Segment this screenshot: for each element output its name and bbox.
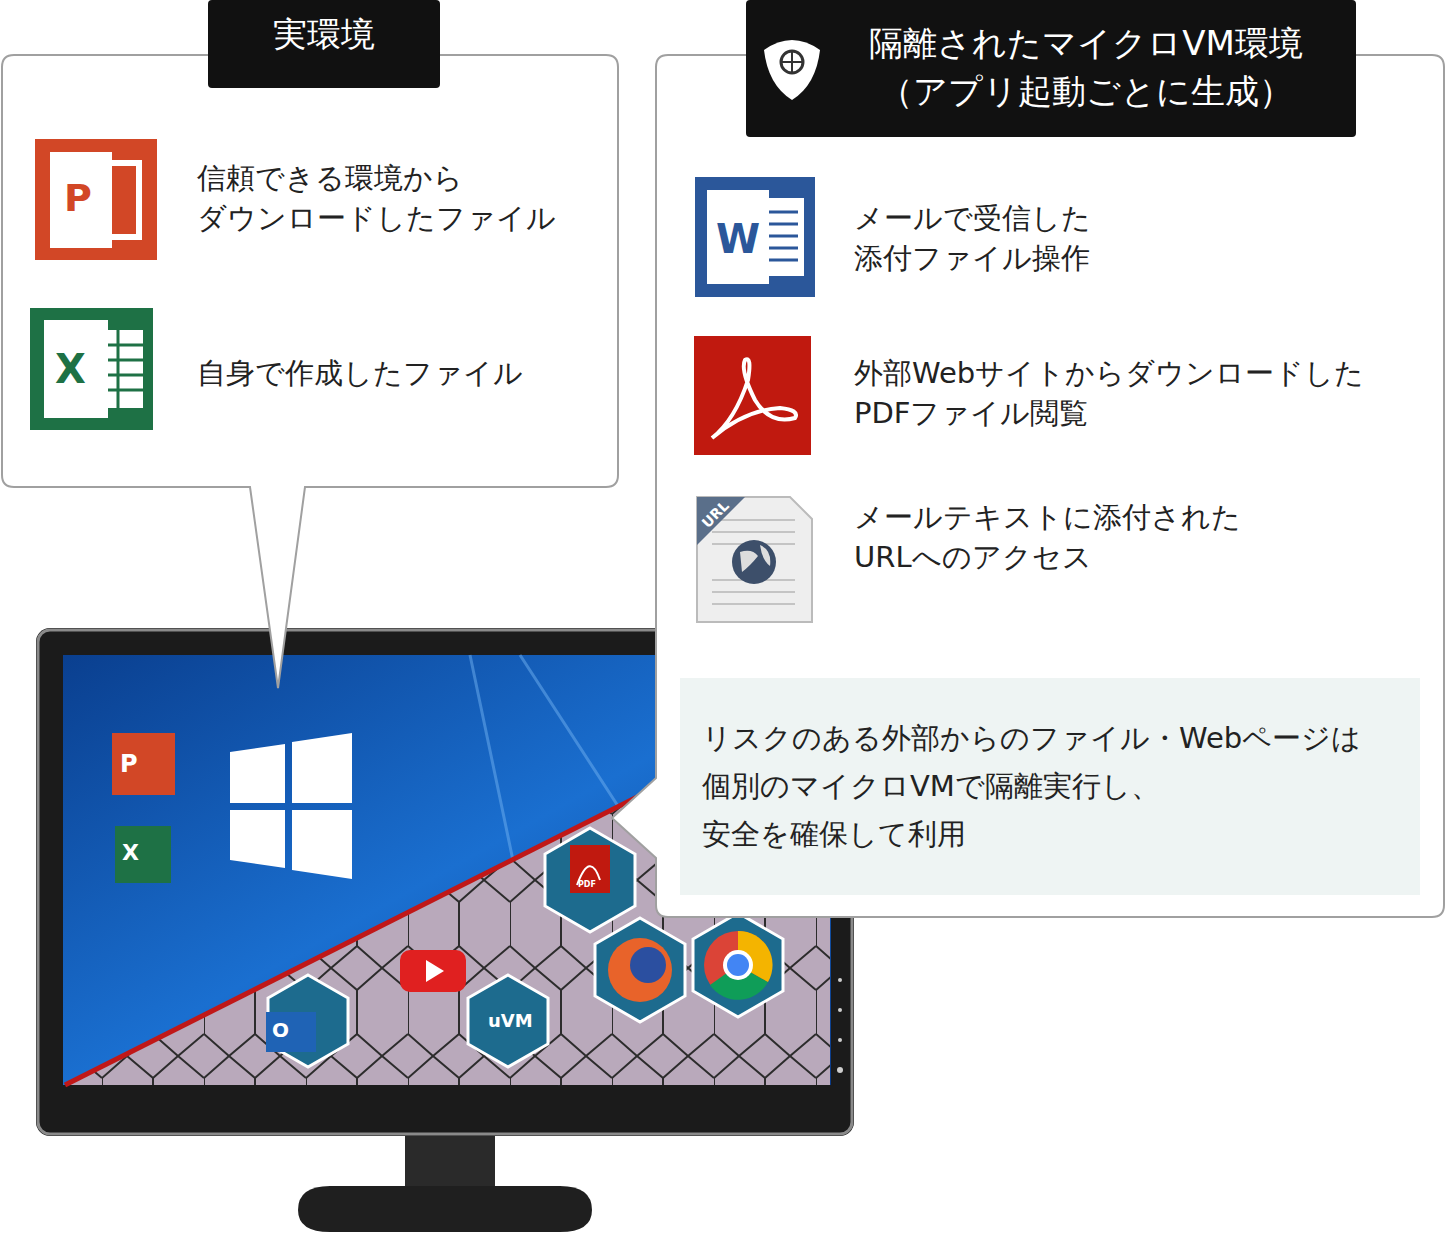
ppt-icon-small (112, 733, 175, 795)
icon-letter: P (120, 750, 138, 779)
excel-icon (30, 308, 153, 430)
icon-letter: uVM (488, 1010, 533, 1032)
item-text: メールで受信した 添付ファイル操作 (854, 198, 1091, 278)
heading-text: 隔離されたマイクロVM環境 （アプリ起動ごとに生成） (816, 19, 1356, 115)
note-text: リスクのある外部からのファイル・Webページは 個別のマイクロVMで隔離実行し、… (702, 714, 1361, 858)
note-panel (680, 678, 1420, 895)
item-text: 信頼できる環境から ダウンロードしたファイル (197, 158, 556, 238)
windows-logo (230, 733, 352, 879)
icon-letter: O (272, 1018, 289, 1042)
item-text: メールテキストに添付された URLへのアクセス (854, 497, 1241, 577)
url-document-icon (697, 497, 812, 622)
heading-tab (746, 0, 1356, 137)
heading-text: 実環境 (208, 10, 440, 58)
item-text: 自身で作成したファイル (197, 353, 523, 393)
ppt-icon (35, 139, 157, 260)
item-text: 外部Webサイトからダウンロードした PDFファイル閲覧 (854, 353, 1364, 433)
icon-letter: X (122, 840, 139, 866)
callout-outline (2, 55, 618, 688)
note-panel: リスクのある外部からのファイル・Webページは 個別のマイクロVMで隔離実行し、… (680, 678, 1420, 895)
excel-icon-small (115, 826, 171, 883)
callout-box: 隔離されたマイクロVM環境 （アプリ起動ごとに生成）メールで受信した 添付ファイ… (656, 55, 1444, 917)
icon-letter: X (55, 345, 86, 393)
shield-icon (764, 40, 820, 100)
icon-letter: W (716, 215, 760, 263)
icon-letter: P (64, 176, 92, 222)
callout-outline (612, 55, 1444, 917)
monitor-base (298, 1186, 592, 1232)
pdf-icon (694, 336, 811, 455)
word-icon (695, 177, 815, 297)
heading-tab (208, 0, 440, 88)
monitor-neck (405, 1136, 495, 1186)
icon-letter: PDF (578, 880, 596, 890)
youtube-icon (400, 950, 466, 992)
callout-box: 実環境信頼できる環境から ダウンロードしたファイル自身で作成したファイル (2, 55, 618, 487)
